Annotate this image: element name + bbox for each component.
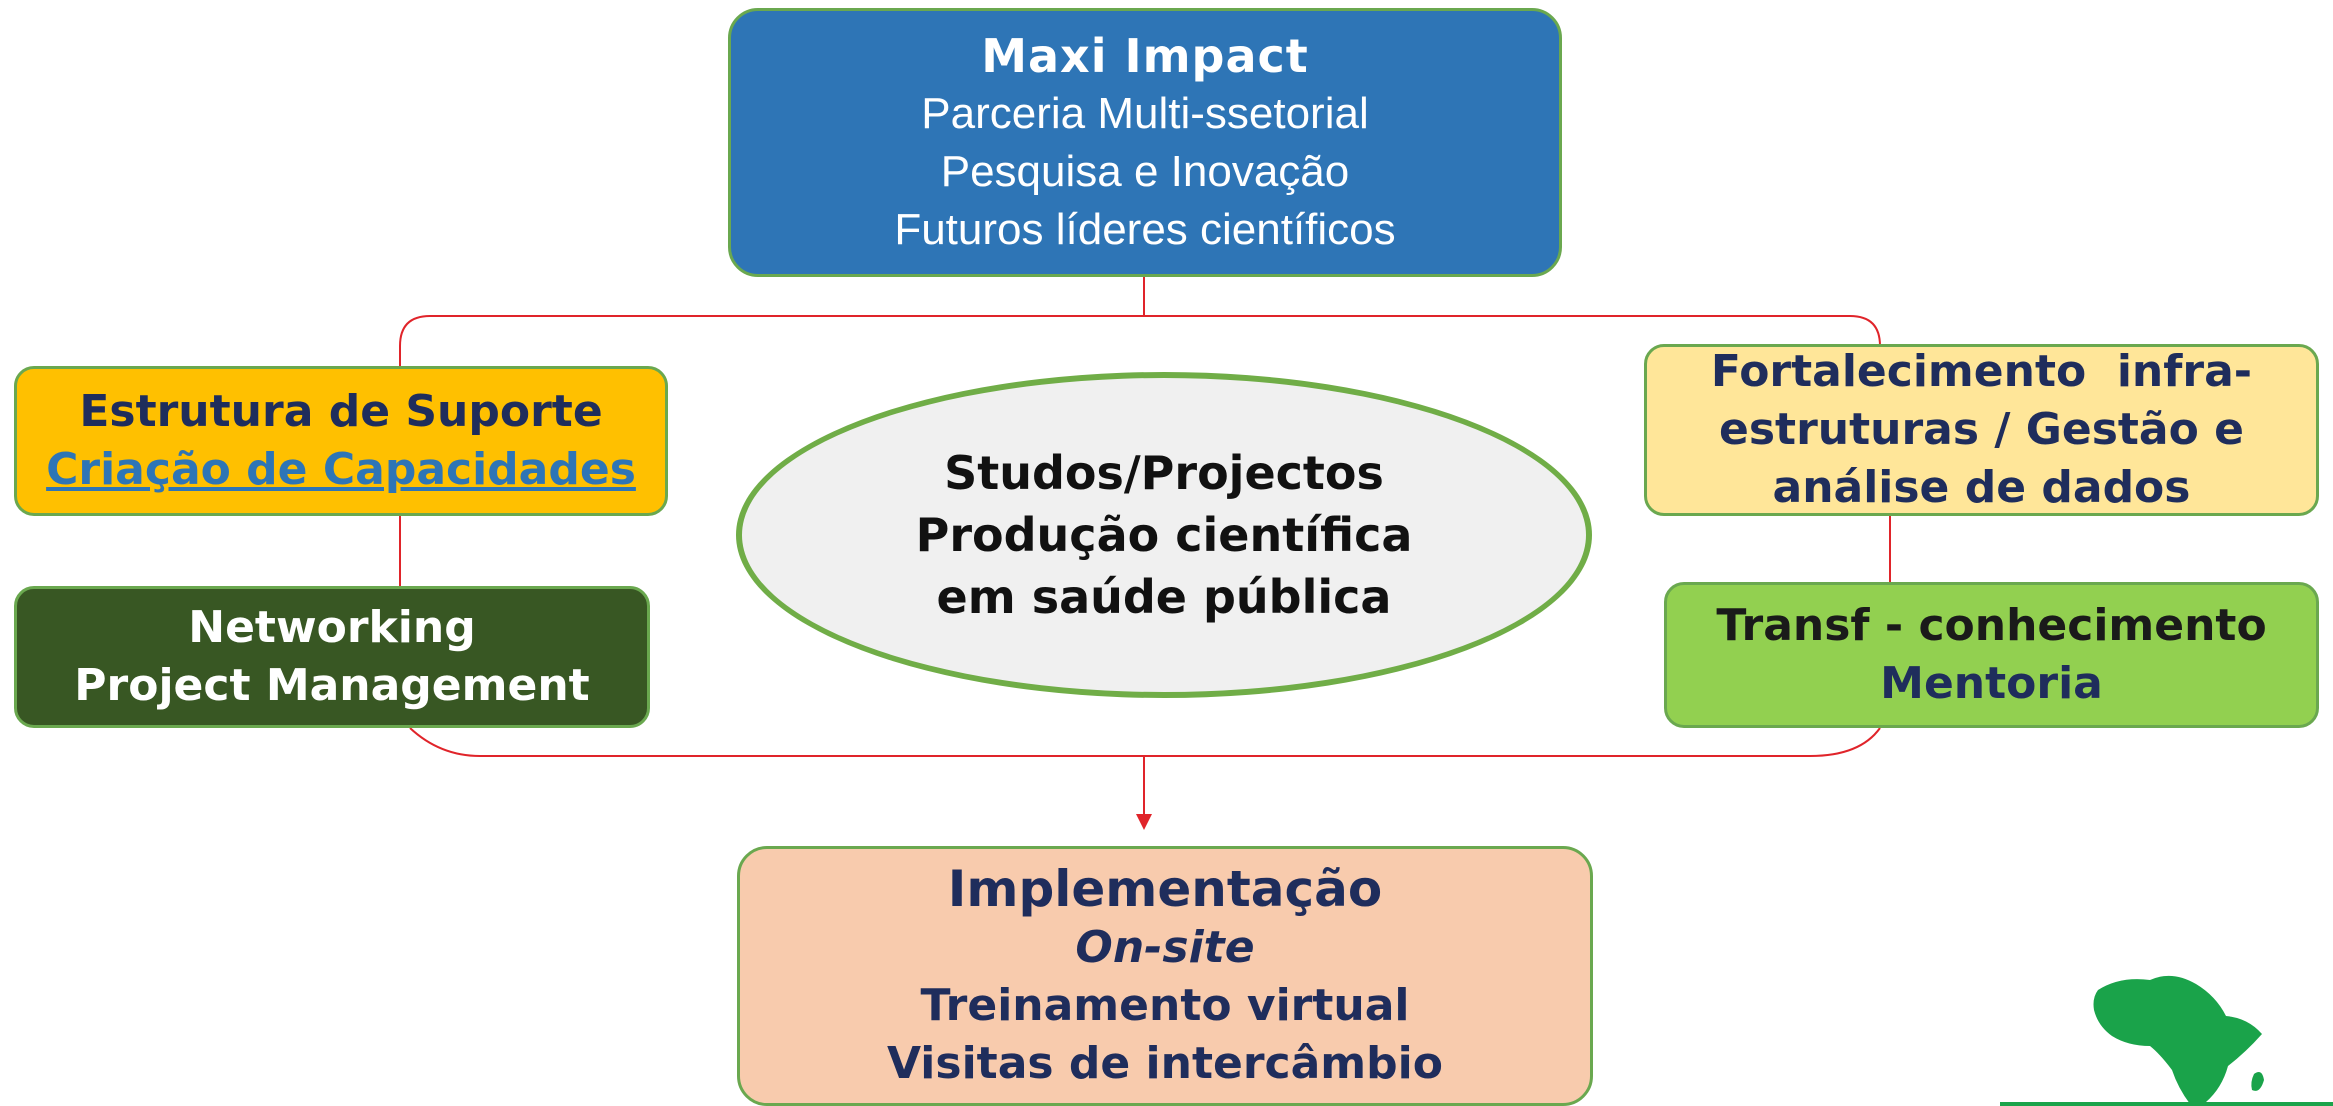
implementation-line-2: Visitas de intercâmbio (887, 1038, 1443, 1089)
knowledge-transfer-title: Transf - conhecimento (1716, 600, 2267, 651)
center-line-2: Produção científica (915, 508, 1413, 562)
infrastructure-line-2: estruturas / Gestão e (1719, 404, 2244, 455)
mentoring-label: Mentoria (1880, 658, 2103, 709)
networking-line-1: Networking (188, 602, 476, 653)
arrow-down-icon (1136, 814, 1152, 830)
knowledge-transfer-box: Transf - conhecimento Mentoria (1664, 582, 2319, 728)
central-studies-oval: Studos/Projectos Produção científica em … (736, 372, 1592, 698)
networking-line-2: Project Management (74, 660, 590, 711)
maxi-impact-title: Maxi Impact (981, 28, 1309, 83)
infrastructure-line-3: análise de dados (1772, 462, 2191, 513)
center-line-3: em saúde pública (936, 570, 1392, 624)
networking-box: Networking Project Management (14, 586, 650, 728)
infrastructure-box: Fortalecimento infra- estruturas / Gestã… (1644, 344, 2319, 516)
implementation-line-1: Treinamento virtual (920, 980, 1410, 1031)
maxi-impact-line-2: Pesquisa e Inovação (940, 146, 1350, 196)
support-structure-box: Estrutura de Suporte Criação de Capacida… (14, 366, 668, 516)
maxi-impact-box: Maxi Impact Parceria Multi-ssetorial Pes… (728, 8, 1562, 277)
implementation-subtitle: On-site (1075, 922, 1255, 973)
implementation-title: Implementação (947, 860, 1383, 918)
infrastructure-line-1: Fortalecimento infra- (1710, 346, 2253, 397)
maxi-impact-line-3: Futuros líderes científicos (894, 204, 1396, 254)
africa-map-icon (2000, 975, 2333, 1106)
implementation-box: Implementação On-site Treinamento virtua… (737, 846, 1593, 1106)
center-line-1: Studos/Projectos (944, 446, 1384, 500)
capacity-building-link[interactable]: Criação de Capacidades (46, 444, 636, 495)
support-structure-title: Estrutura de Suporte (79, 386, 603, 437)
maxi-impact-line-1: Parceria Multi-ssetorial (921, 88, 1369, 138)
